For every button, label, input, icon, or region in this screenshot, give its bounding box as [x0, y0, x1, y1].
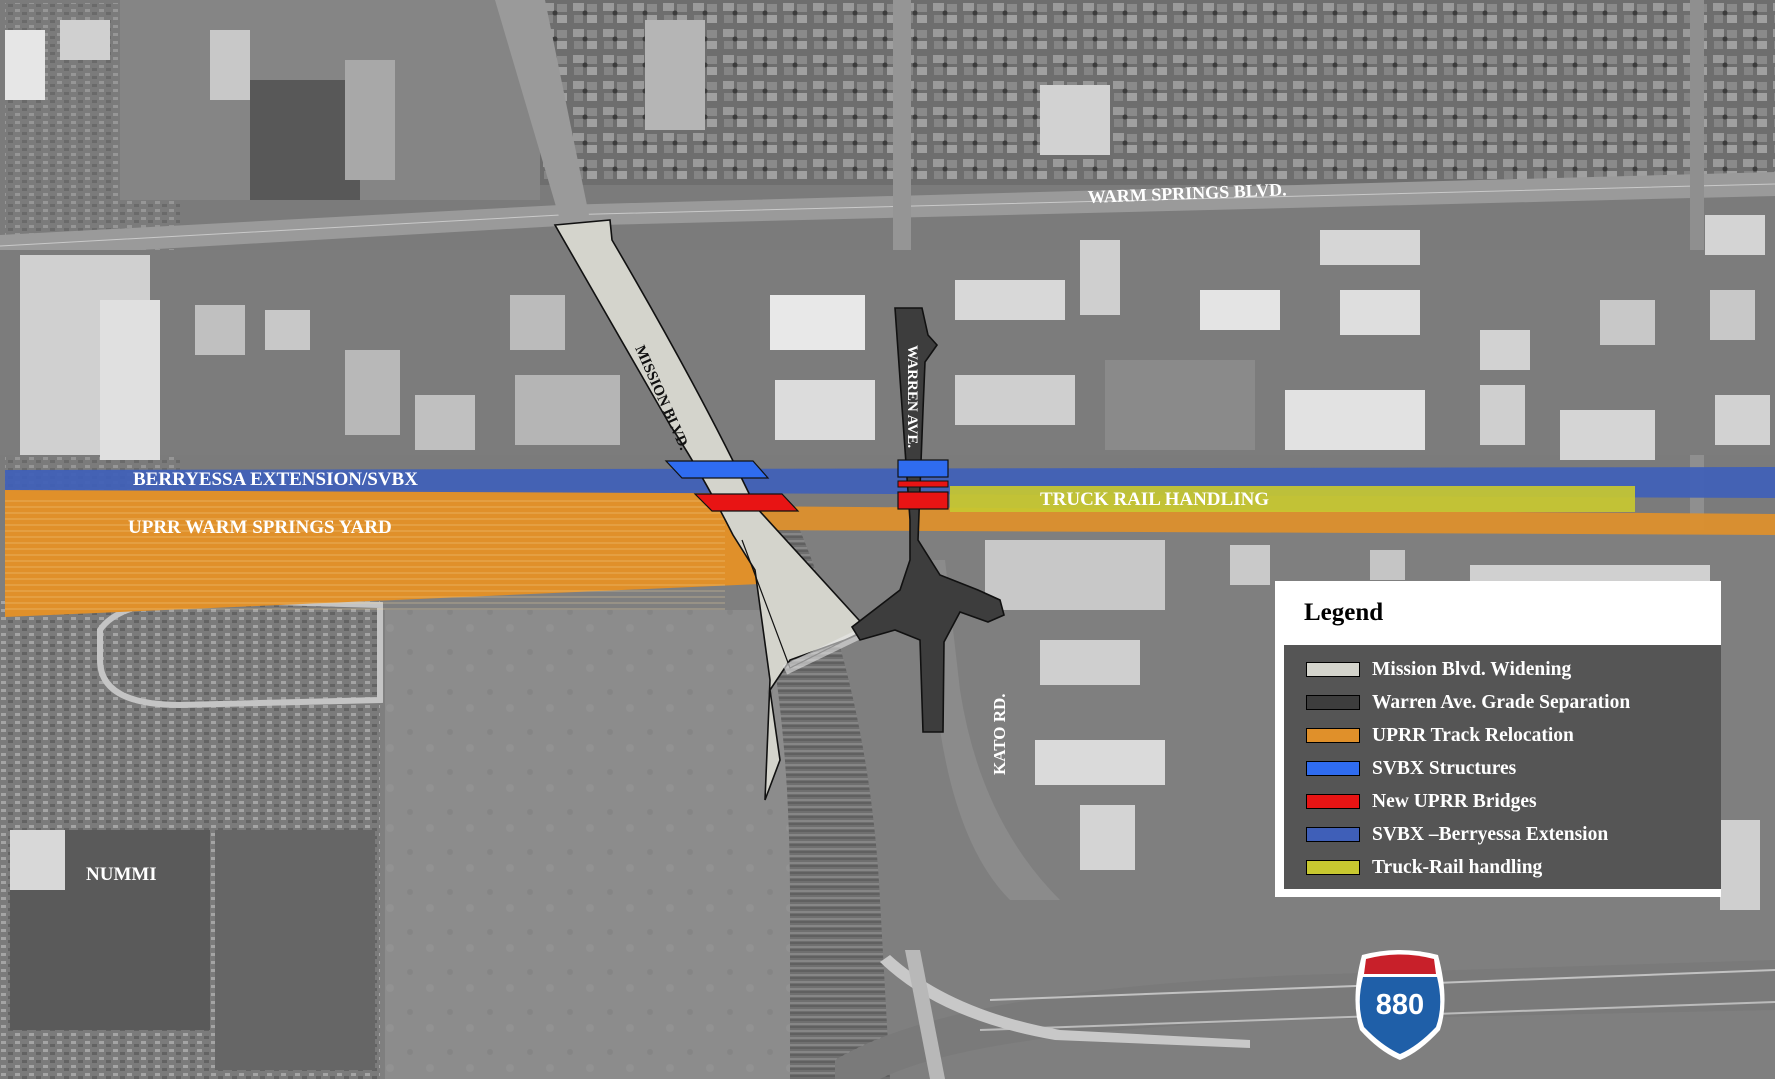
warren-ave-grade-separation [850, 307, 1005, 733]
truck-rail-label: TRUCK RAIL HANDLING [1040, 489, 1269, 510]
uprr-bridge-warren-2 [897, 491, 949, 510]
svbx-structure-warren [897, 459, 949, 478]
legend-swatch [1306, 728, 1360, 743]
legend-label: Truck-Rail handling [1372, 856, 1543, 878]
kato-rd-label: KATO RD. [990, 693, 1009, 775]
uprr-relocation-track [735, 506, 1775, 535]
legend-label: SVBX –Berryessa Extension [1372, 823, 1609, 845]
legend-item: SVBX Structures [1284, 752, 1721, 785]
legend-item: New UPRR Bridges [1284, 785, 1721, 818]
nummi-label: NUMMI [86, 864, 157, 885]
interstate-number: 880 [1376, 989, 1424, 1021]
truck-rail-band [950, 486, 1635, 512]
legend-swatch [1306, 662, 1360, 677]
uprr-bridge-mission [693, 493, 800, 512]
legend-title: Legend [1304, 599, 1384, 626]
legend-item: Truck-Rail handling [1284, 851, 1721, 884]
legend-swatch [1306, 827, 1360, 842]
berryessa-label: BERRYESSA EXTENSION/SVBX [133, 469, 418, 490]
legend-label: New UPRR Bridges [1372, 790, 1537, 812]
legend-swatch [1306, 761, 1360, 776]
legend-item: Mission Blvd. Widening [1284, 653, 1721, 686]
svbx-structure-mission [664, 460, 770, 479]
legend-label: Warren Ave. Grade Separation [1372, 691, 1631, 713]
warren-ave-label: WARREN AVE. [904, 345, 920, 448]
legend-label: Mission Blvd. Widening [1372, 658, 1572, 680]
legend-item: SVBX –Berryessa Extension [1284, 818, 1721, 851]
legend-item: UPRR Track Relocation [1284, 719, 1721, 752]
legend-swatch [1306, 794, 1360, 809]
uprr-bridge-warren-1 [897, 480, 949, 488]
legend-swatch [1306, 695, 1360, 710]
uprr-yard-label: UPRR WARM SPRINGS YARD [128, 517, 392, 538]
legend-label: SVBX Structures [1372, 757, 1517, 779]
interstate-880-shield-icon: 880 [1355, 950, 1445, 1060]
legend-item: Warren Ave. Grade Separation [1284, 686, 1721, 719]
legend-swatch [1306, 860, 1360, 875]
legend-label: UPRR Track Relocation [1372, 724, 1574, 746]
